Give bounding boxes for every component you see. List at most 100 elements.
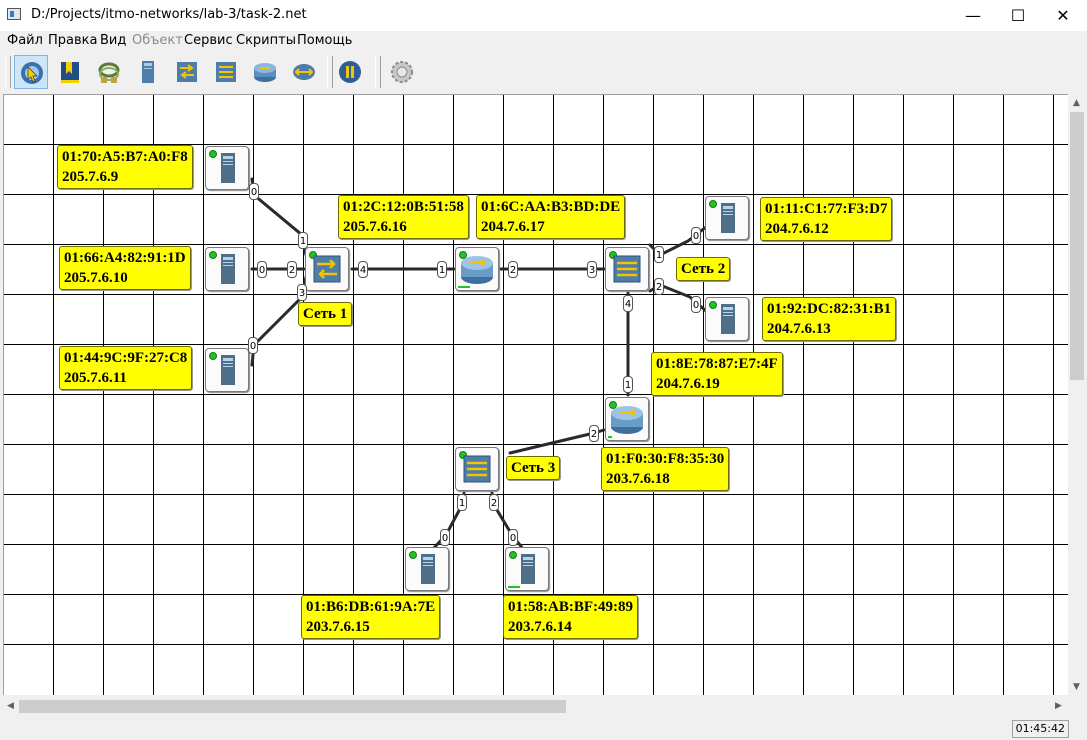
port-label[interactable]: 2 <box>654 278 664 295</box>
port-label[interactable]: 4 <box>358 261 368 278</box>
vertical-scroll-thumb[interactable] <box>1070 112 1084 380</box>
settings-tool-button[interactable] <box>385 55 419 89</box>
status-led <box>509 551 517 559</box>
port-label[interactable]: 1 <box>457 494 467 511</box>
maximize-button[interactable]: ☐ <box>1010 6 1026 25</box>
app-icon <box>7 8 21 20</box>
network-label-3[interactable]: Сеть 3 <box>506 456 561 480</box>
ip-address: 204.7.6.17 <box>481 219 545 235</box>
network-label-1[interactable]: Сеть 1 <box>298 302 353 326</box>
bus-icon <box>293 64 315 80</box>
router-tool-button[interactable] <box>248 55 282 89</box>
toolbar-separator <box>375 56 381 88</box>
status-led <box>309 251 317 259</box>
switch-tool-button[interactable] <box>170 55 204 89</box>
port-label[interactable]: 0 <box>691 296 701 313</box>
menu-edit[interactable]: Правка <box>48 33 98 48</box>
close-button[interactable]: ✕ <box>1056 6 1070 25</box>
menu-file[interactable]: Файл <box>7 33 43 48</box>
port-label[interactable]: 0 <box>508 529 518 546</box>
hub-tool-button[interactable] <box>209 55 243 89</box>
scroll-down-icon[interactable]: ▼ <box>1073 682 1080 692</box>
scroll-left-icon[interactable]: ◀ <box>7 701 14 711</box>
router-icon <box>611 406 643 434</box>
switch-node-sw1[interactable] <box>305 247 349 291</box>
mac-address: 01:F0:30:F8:35:30 <box>606 451 725 467</box>
computer-tool-button[interactable] <box>131 55 165 89</box>
router-node-r2[interactable] <box>605 397 649 441</box>
port-label[interactable]: 0 <box>440 529 450 546</box>
computer-node-pc3[interactable] <box>205 348 249 392</box>
ip-address: 203.7.6.15 <box>306 619 370 635</box>
port-label[interactable]: 2 <box>489 494 499 511</box>
port-label[interactable]: 4 <box>623 295 633 312</box>
horizontal-scrollbar[interactable]: ◀ ▶ <box>3 698 1068 715</box>
port-label[interactable]: 1 <box>623 376 633 393</box>
port-label[interactable]: 0 <box>248 337 258 354</box>
network-label-2[interactable]: Сеть 2 <box>676 257 731 281</box>
minimize-button[interactable]: — <box>965 6 981 25</box>
computer-node-pc2[interactable] <box>205 247 249 291</box>
select-tool-button[interactable] <box>14 55 48 89</box>
port-label[interactable]: 0 <box>691 227 701 244</box>
status-led <box>459 251 467 259</box>
status-led <box>609 401 617 409</box>
port-label[interactable]: 3 <box>587 261 597 278</box>
computer-node-pc4[interactable] <box>705 196 749 240</box>
toolbar <box>0 52 1087 92</box>
port-label[interactable]: 2 <box>589 425 599 442</box>
port-label[interactable]: 1 <box>654 246 664 263</box>
computer-icon <box>221 254 235 284</box>
hub-icon <box>463 455 491 483</box>
computer-node-pc6[interactable] <box>405 547 449 591</box>
status-led <box>209 352 217 360</box>
note-tool-button[interactable] <box>53 55 87 89</box>
ip-address: 204.7.6.19 <box>656 376 720 392</box>
computer-node-pc1[interactable] <box>205 146 249 190</box>
mac-address: 01:58:AB:BF:49:89 <box>508 599 633 615</box>
port-label[interactable]: 0 <box>257 261 267 278</box>
port-label[interactable]: 0 <box>249 183 259 200</box>
mac-address: 01:2C:12:0B:51:58 <box>343 199 464 215</box>
bus-tool-button[interactable] <box>287 55 321 89</box>
ip-address: 205.7.6.16 <box>343 219 407 235</box>
scroll-right-icon[interactable]: ▶ <box>1055 701 1062 711</box>
mac-address: 01:66:A4:82:91:1D <box>64 250 186 266</box>
cable-tool-button[interactable] <box>92 55 126 89</box>
router-node-r1[interactable] <box>455 247 499 291</box>
menu-help[interactable]: Помощь <box>297 33 353 48</box>
port-label[interactable]: 2 <box>287 261 297 278</box>
port-label[interactable]: 1 <box>437 261 447 278</box>
port-label[interactable]: 3 <box>297 284 307 301</box>
menu-object[interactable]: Объект <box>132 33 183 48</box>
menu-view[interactable]: Вид <box>100 33 127 48</box>
port-label[interactable]: 1 <box>298 232 308 249</box>
vertical-scrollbar[interactable]: ▲ ▼ <box>1068 94 1086 694</box>
computer-node-pc5[interactable] <box>705 297 749 341</box>
activity-bar <box>608 436 612 438</box>
network-canvas[interactable]: 0 1 0 2 3 0 4 1 2 3 1 0 2 0 4 1 2 1 0 2 … <box>3 94 1069 695</box>
scroll-up-icon[interactable]: ▲ <box>1073 98 1080 108</box>
hub-node-sw2[interactable] <box>605 247 649 291</box>
computer-node-pc7[interactable] <box>505 547 549 591</box>
computer-icon <box>142 61 154 83</box>
menu-scripts[interactable]: Скрипты <box>236 33 296 48</box>
hub-node-sw3[interactable] <box>455 447 499 491</box>
menu-tools[interactable]: Сервис <box>184 33 233 48</box>
horizontal-scroll-thumb[interactable] <box>19 700 566 713</box>
pause-tool-button[interactable] <box>333 55 367 89</box>
status-led <box>609 251 617 259</box>
address-label-r1-port1[interactable]: 01:2C:12:0B:51:58 205.7.6.16 <box>338 195 469 239</box>
toolbar-grip[interactable] <box>5 56 11 88</box>
port-label[interactable]: 2 <box>508 261 518 278</box>
